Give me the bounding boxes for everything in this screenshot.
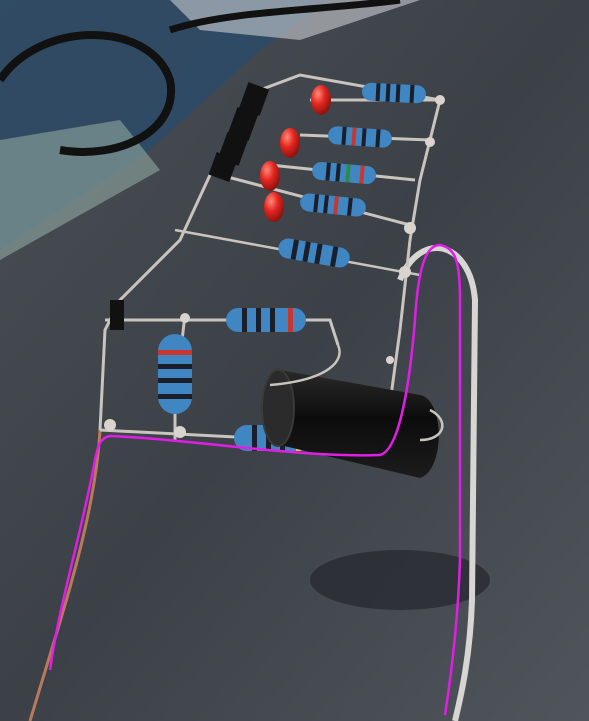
copper-lead: [28, 429, 102, 721]
led-3: [260, 161, 280, 191]
led-2: [280, 128, 300, 158]
component-shadow: [310, 550, 490, 610]
leds: [260, 85, 331, 222]
solder-joints: [104, 95, 445, 438]
transistors: [110, 82, 270, 330]
resistor-4: [300, 193, 366, 217]
resistor-7: [158, 334, 192, 414]
electrolytic-capacitor: [261, 344, 444, 478]
glasses-frame: [0, 31, 176, 156]
background-paper: [170, 0, 420, 40]
glasses-arm: [168, 0, 401, 34]
resistor-1: [362, 82, 426, 104]
resistor-5: [278, 238, 350, 268]
background-cloth-light: [0, 120, 160, 260]
resistor-6: [226, 308, 306, 332]
resistor-2: [328, 126, 392, 148]
annotation-trace: [48, 243, 462, 716]
white-cable: [397, 245, 479, 721]
led-1: [311, 85, 331, 115]
led-4: [264, 192, 284, 222]
resistor-3: [312, 161, 376, 185]
